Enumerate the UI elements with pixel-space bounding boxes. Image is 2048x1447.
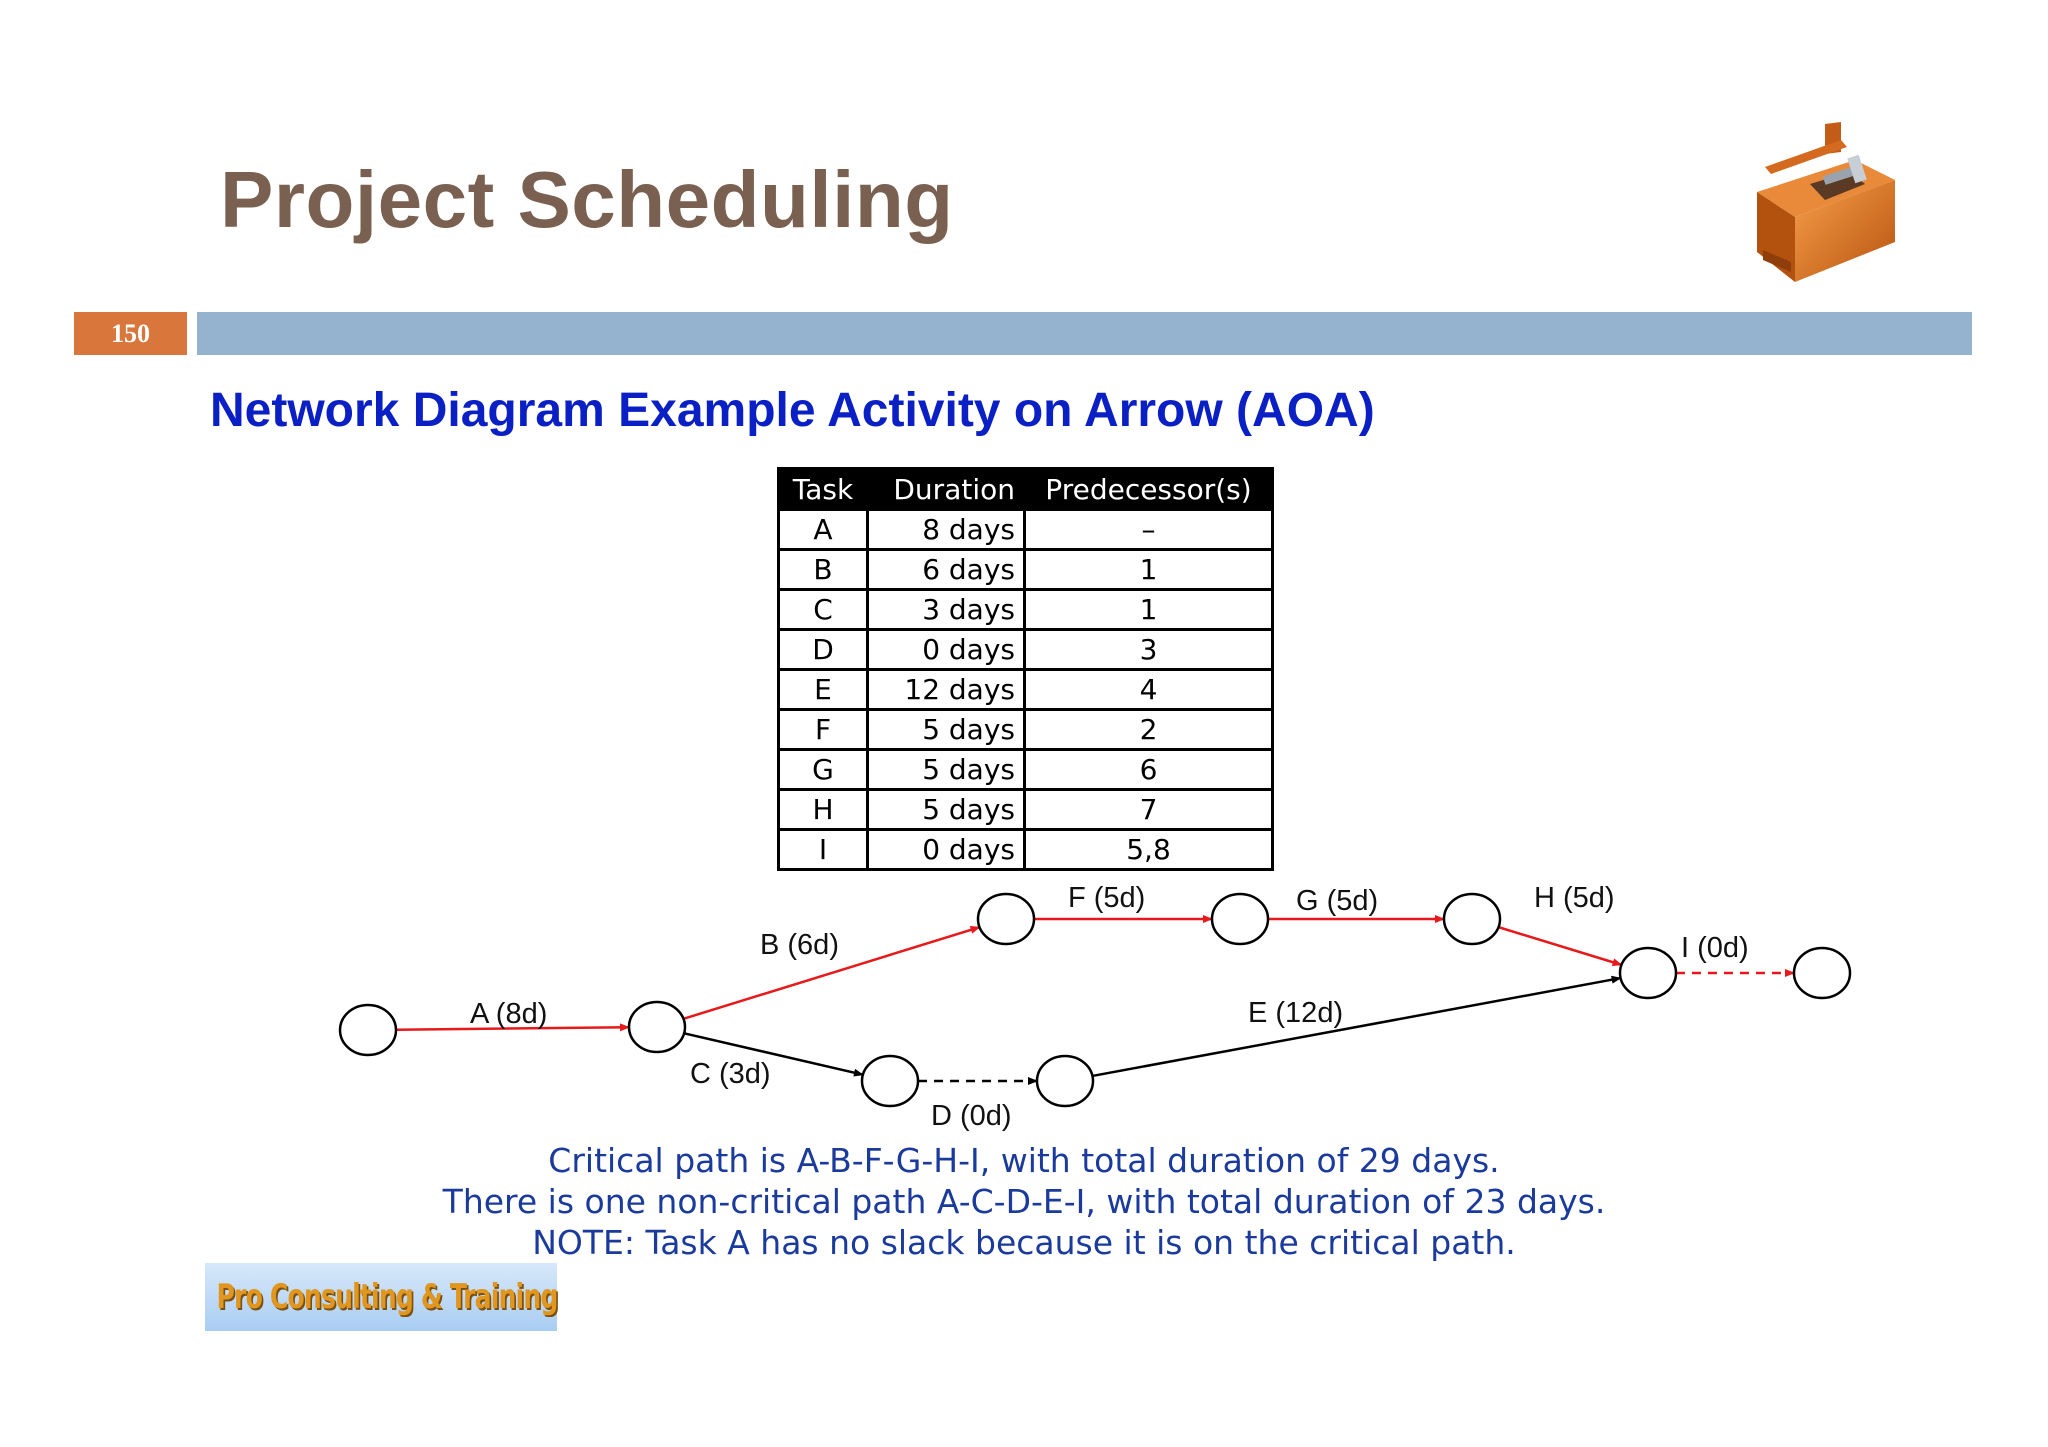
duration-cell: 12 days — [866, 668, 1026, 711]
task-cell: B — [777, 548, 869, 591]
company-logo: Pro Consulting & Training — [205, 1263, 558, 1331]
predecessor-cell: 3 — [1023, 628, 1274, 671]
task-cell: A — [777, 508, 869, 551]
duration-cell: 5 days — [866, 788, 1026, 831]
activity-arrow-h — [1498, 925, 1623, 967]
activity-arrow-e — [1092, 975, 1622, 1078]
non-critical-path-note: There is one non-critical path A-C-D-E-I… — [442, 1182, 1606, 1221]
task-cell: E — [777, 668, 869, 711]
predecessor-cell: 2 — [1023, 708, 1274, 751]
table-header-row: Task Duration Predecessor(s) — [777, 467, 1274, 511]
task-cell: C — [777, 588, 869, 631]
predecessor-cell: 5,8 — [1023, 828, 1274, 871]
activity-label-e: E (12d) — [1248, 997, 1343, 1029]
activity-label-h: H (5d) — [1534, 882, 1615, 914]
table-header-predecessors: Predecessor(s) — [1023, 467, 1274, 511]
critical-path-note: Critical path is A-B-F-G-H-I, with total… — [548, 1141, 1500, 1180]
task-cell: D — [777, 628, 869, 671]
activity-label-i: I (0d) — [1681, 932, 1749, 964]
activity-arrow-c — [683, 1032, 864, 1077]
table-header-duration: Duration — [866, 467, 1026, 511]
duration-cell: 8 days — [866, 508, 1026, 551]
activity-label-d: D (0d) — [931, 1100, 1012, 1132]
task-cell: H — [777, 788, 869, 831]
header-bar — [197, 312, 1972, 355]
activity-label-f: F (5d) — [1068, 882, 1145, 914]
event-node-2 — [627, 1000, 687, 1054]
predecessor-cell: 1 — [1023, 588, 1274, 631]
activity-label-a: A (8d) — [470, 998, 547, 1030]
predecessor-cell: 6 — [1023, 748, 1274, 791]
predecessor-cell: 1 — [1023, 548, 1274, 591]
slide-number: 150 — [74, 312, 187, 355]
predecessor-cell: – — [1023, 508, 1274, 551]
activity-arrow-b — [683, 925, 981, 1021]
event-node-1 — [338, 1003, 398, 1057]
predecessor-cell: 4 — [1023, 668, 1274, 711]
duration-cell: 0 days — [866, 628, 1026, 671]
company-name: Pro Consulting & Training — [216, 1277, 558, 1317]
event-node-5 — [1035, 1054, 1095, 1108]
task-cell: F — [777, 708, 869, 751]
activity-label-g: G (5d) — [1296, 885, 1378, 917]
event-node-4 — [860, 1054, 920, 1108]
activity-arrow-a — [395, 1023, 631, 1032]
slack-note: NOTE: Task A has no slack because it is … — [532, 1223, 1516, 1262]
event-node-7 — [1442, 892, 1502, 946]
table-header-task: Task — [777, 467, 869, 511]
toolbox-icon — [1757, 122, 1895, 282]
activity-label-c: C (3d) — [690, 1058, 771, 1090]
duration-cell: 0 days — [866, 828, 1026, 871]
task-cell: I — [777, 828, 869, 871]
event-node-9 — [1792, 946, 1852, 1000]
duration-cell: 3 days — [866, 588, 1026, 631]
event-node-3 — [976, 892, 1036, 946]
predecessor-cell: 7 — [1023, 788, 1274, 831]
slide-title: Project Scheduling — [220, 155, 954, 244]
activity-label-b: B (6d) — [760, 929, 839, 961]
task-cell: G — [777, 748, 869, 791]
slide-subtitle: Network Diagram Example Activity on Arro… — [210, 384, 1375, 437]
event-node-8 — [1618, 946, 1678, 1000]
duration-cell: 6 days — [866, 548, 1026, 591]
duration-cell: 5 days — [866, 708, 1026, 751]
duration-cell: 5 days — [866, 748, 1026, 791]
summary-text: Critical path is A-B-F-G-H-I, with total… — [0, 1140, 2048, 1263]
event-node-6 — [1210, 892, 1270, 946]
